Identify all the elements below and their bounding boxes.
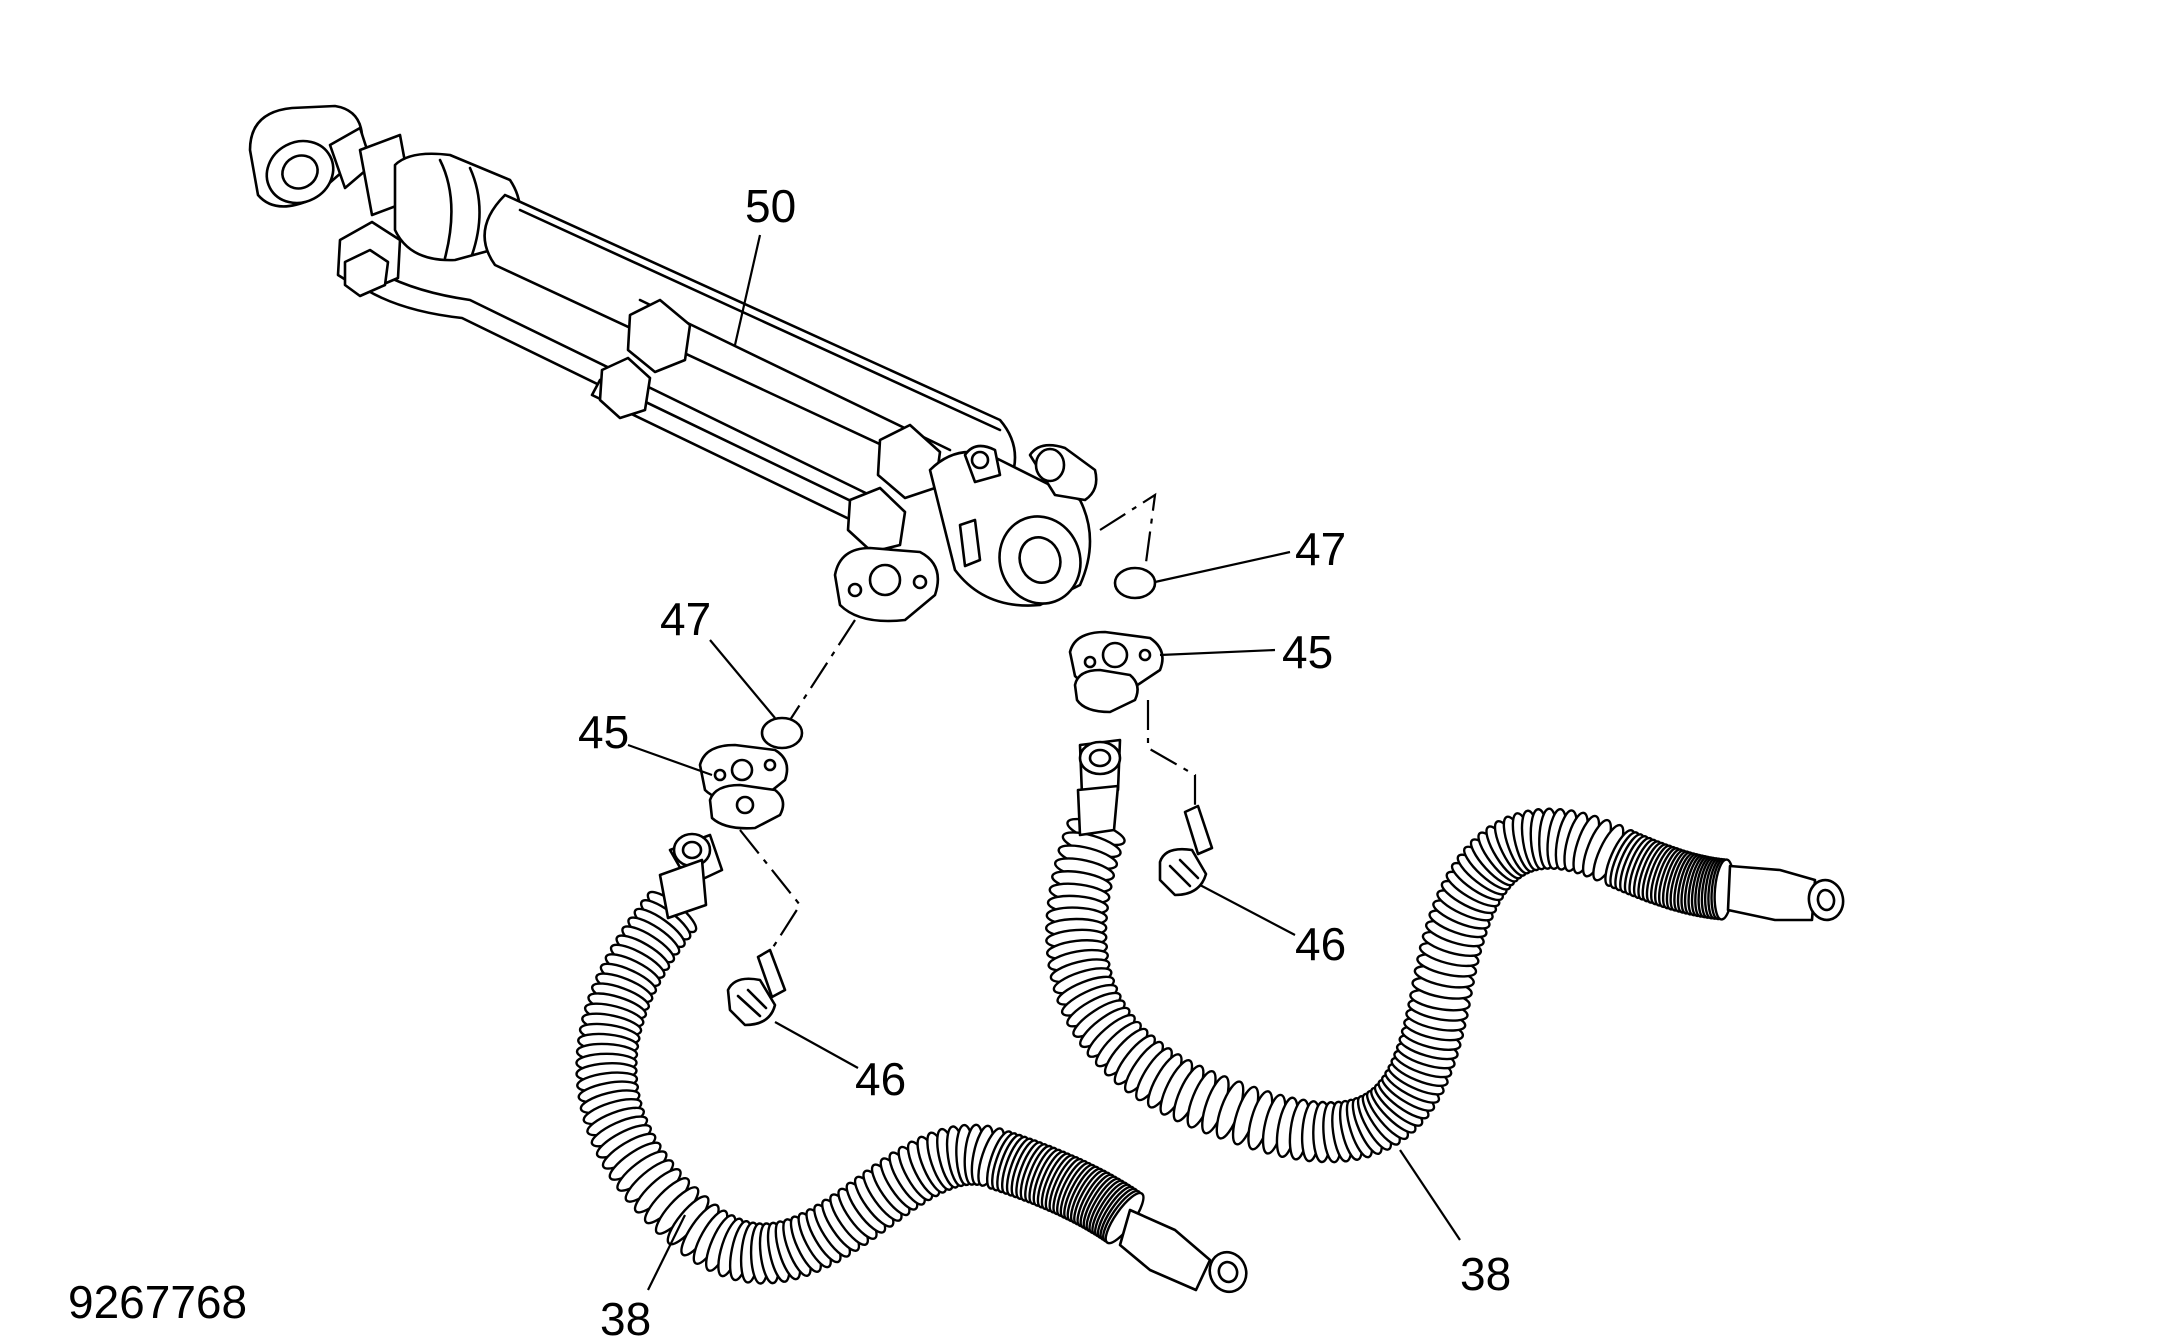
callout-38-right: 38 bbox=[1460, 1248, 1511, 1300]
callout-47-right: 47 bbox=[1295, 523, 1346, 575]
split-flange-45-right bbox=[1068, 630, 1164, 714]
hose-38-left bbox=[575, 890, 1145, 1285]
bolt-46-left bbox=[726, 948, 787, 1027]
callout-45-right: 45 bbox=[1282, 626, 1333, 678]
o-ring-47-left bbox=[760, 716, 804, 750]
callout-47-left: 47 bbox=[660, 593, 711, 645]
drawing-number: 9267768 bbox=[68, 1276, 247, 1328]
bolt-46-right bbox=[1158, 804, 1214, 897]
o-ring-47-right bbox=[1113, 566, 1157, 600]
callout-50: 50 bbox=[745, 180, 796, 232]
callout-46-right: 46 bbox=[1295, 918, 1346, 970]
hose-38-left-fittings bbox=[658, 832, 1248, 1294]
hydraulic-cylinder bbox=[248, 104, 1098, 623]
split-flange-45-left bbox=[698, 743, 789, 830]
leader-lines bbox=[627, 234, 1461, 1291]
callout-38-left: 38 bbox=[600, 1293, 651, 1340]
callout-46-left: 46 bbox=[855, 1053, 906, 1105]
hose-38-right bbox=[1045, 807, 1735, 1164]
callout-45-left: 45 bbox=[578, 706, 629, 758]
hose-38-right-fittings bbox=[1076, 738, 1845, 922]
alignment-lines bbox=[739, 492, 1197, 953]
